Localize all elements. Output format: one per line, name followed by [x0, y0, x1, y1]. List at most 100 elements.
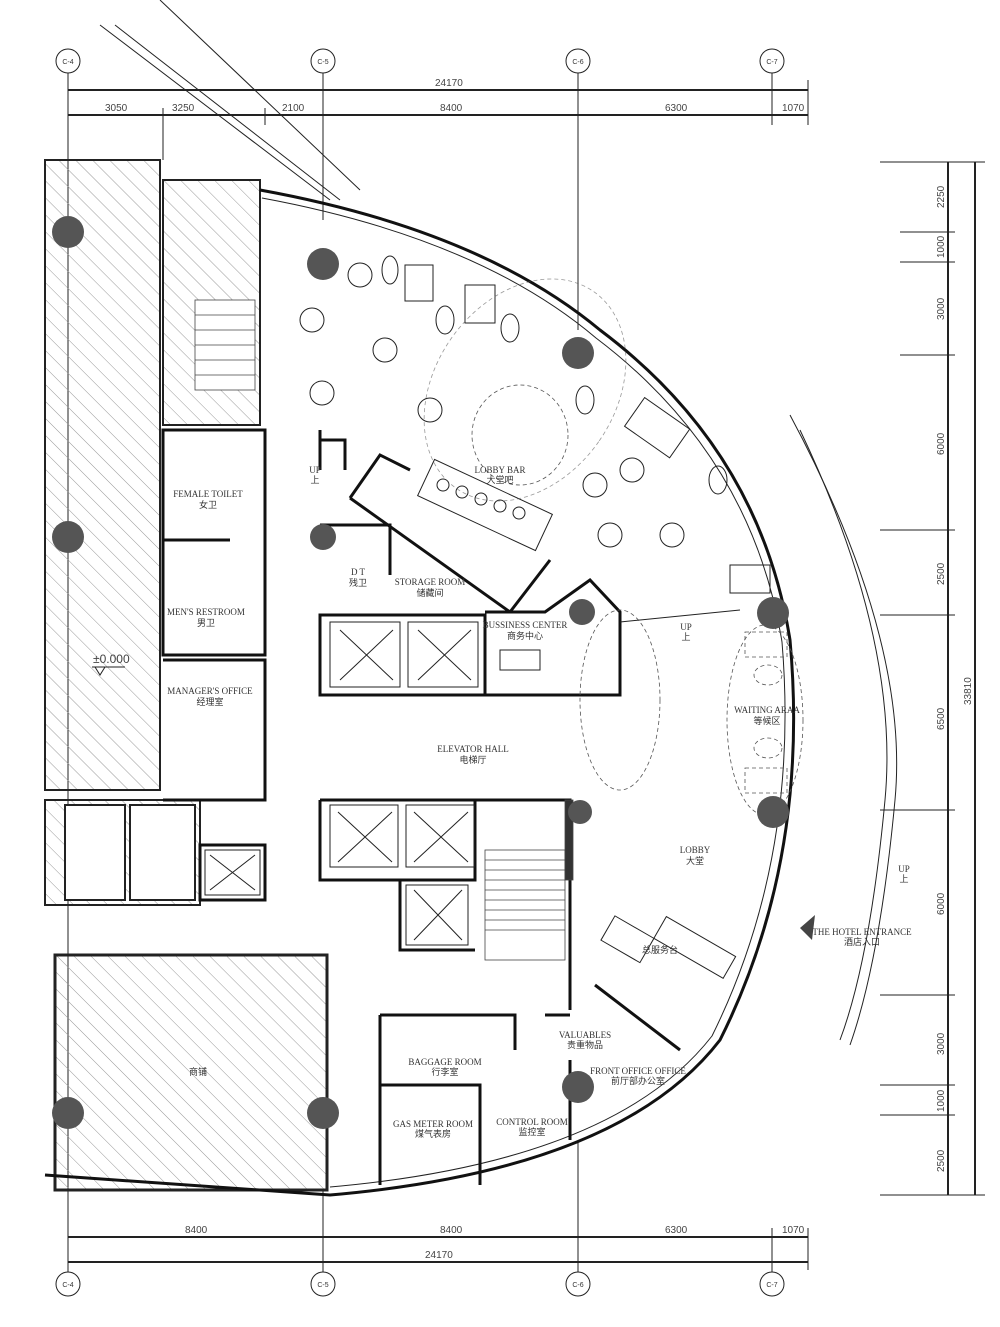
dimension: 2250 — [936, 185, 947, 208]
svg-text:C-7: C-7 — [766, 1282, 777, 1289]
waiting-area-furniture — [423, 278, 804, 816]
dimension: 3000 — [936, 1032, 947, 1055]
dimension: 8400 — [185, 1225, 208, 1236]
svg-text:商铺: 商铺 — [189, 1066, 207, 1077]
svg-text:C-7: C-7 — [766, 59, 777, 66]
svg-text:±0.000: ±0.000 — [93, 652, 130, 666]
svg-text:UP: UP — [898, 864, 910, 874]
svg-text:总服务台: 总服务台 — [642, 944, 678, 955]
svg-text:大堂: 大堂 — [686, 855, 704, 866]
grid-bubble-c5: C-5 — [310, 48, 336, 74]
curved-facade-wall — [44, 188, 796, 1197]
entrance-canopy-inner — [799, 429, 888, 1041]
svg-text:BUSSINESS CENTER: BUSSINESS CENTER — [483, 620, 568, 630]
svg-text:FRONT OFFICE OFFICE: FRONT OFFICE OFFICE — [590, 1066, 686, 1076]
dimension: 6300 — [665, 1225, 688, 1236]
svg-text:女卫: 女卫 — [199, 499, 217, 510]
svg-text:贵重物品: 贵重物品 — [567, 1039, 603, 1050]
dimension-total-bottom: 24170 — [425, 1250, 453, 1261]
svg-text:上: 上 — [681, 632, 690, 642]
svg-text:BAGGAGE ROOM: BAGGAGE ROOM — [408, 1057, 481, 1067]
svg-text:THE HOTEL ENTRANCE: THE HOTEL ENTRANCE — [812, 927, 912, 937]
grid-bubbles-bottom: C-4 C-5 C-6 C-7 — [55, 1271, 785, 1297]
right-dimension-chain — [880, 161, 985, 1196]
dimension: 2500 — [936, 1149, 947, 1172]
dimension: 6000 — [936, 892, 947, 915]
grid-bubble-c6: C-6 — [565, 48, 591, 74]
dimension: 3250 — [172, 103, 195, 114]
svg-text:WAITING ARAA: WAITING ARAA — [734, 705, 800, 715]
entrance-canopy — [789, 414, 898, 1046]
dimension: 2500 — [936, 562, 947, 585]
svg-text:前厅部办公室: 前厅部办公室 — [611, 1075, 665, 1086]
label-shop: 商铺 — [189, 1066, 207, 1077]
svg-text:C-4: C-4 — [62, 59, 73, 66]
dimension: 1070 — [782, 1225, 805, 1236]
elevators — [204, 621, 479, 946]
svg-text:LOBBY: LOBBY — [680, 845, 711, 855]
svg-text:LOBBY BAR: LOBBY BAR — [475, 465, 526, 475]
svg-text:STORAGE ROOM: STORAGE ROOM — [395, 577, 466, 587]
lobby-bar-furniture — [299, 255, 771, 979]
dimension: 8400 — [440, 103, 463, 114]
top-dimension-chain — [68, 80, 809, 160]
svg-text:经理室: 经理室 — [196, 696, 223, 707]
svg-text:MEN'S RESTROOM: MEN'S RESTROOM — [167, 607, 245, 617]
dimension: 1000 — [936, 1089, 947, 1112]
dimension: 1070 — [782, 103, 805, 114]
label-dt: D T残卫 — [349, 567, 367, 588]
dimension: 3000 — [936, 297, 947, 320]
svg-text:电梯厅: 电梯厅 — [459, 754, 486, 765]
entrance-arrow-icon — [800, 915, 815, 940]
bottom-dimension-chain — [68, 1228, 809, 1270]
svg-text:C-6: C-6 — [572, 59, 583, 66]
svg-text:储藏间: 储藏间 — [416, 587, 443, 598]
svg-text:UP: UP — [309, 465, 321, 475]
svg-text:男卫: 男卫 — [197, 618, 215, 628]
svg-text:VALUABLES: VALUABLES — [559, 1030, 611, 1040]
svg-text:D T: D T — [351, 567, 366, 577]
svg-text:GAS METER ROOM: GAS METER ROOM — [393, 1119, 473, 1129]
dimension: 6000 — [936, 432, 947, 455]
grid-bubble-c6: C-6 — [565, 1271, 591, 1297]
svg-text:FEMALE TOILET: FEMALE TOILET — [173, 489, 243, 499]
dimension: 8400 — [440, 1225, 463, 1236]
svg-text:煤气表房: 煤气表房 — [415, 1128, 451, 1139]
label-reception: 总服务台 — [642, 944, 678, 955]
grid-bubble-c7: C-7 — [759, 1271, 785, 1297]
svg-text:监控室: 监控室 — [518, 1126, 545, 1137]
up-label-entrance: UP上 — [898, 864, 910, 884]
up-label-corridor: UP上 — [309, 465, 321, 485]
stairs — [194, 299, 574, 961]
right-dimension-labels: 2250 1000 3000 6000 2500 6500 6000 3000 … — [936, 185, 974, 1172]
dimension-total-top: 24170 — [435, 78, 463, 89]
hatched-areas — [44, 159, 329, 1192]
svg-text:上: 上 — [899, 874, 908, 884]
svg-text:C-6: C-6 — [572, 1282, 583, 1289]
grid-bubble-c7: C-7 — [759, 48, 785, 74]
svg-text:残卫: 残卫 — [349, 577, 367, 588]
svg-text:等候区: 等候区 — [753, 715, 780, 726]
grid-bubble-c4: C-4 — [55, 48, 81, 74]
up-label-bar: UP上 — [680, 622, 692, 642]
grid-bubbles-top: C-4 C-5 C-6 C-7 — [55, 48, 785, 74]
bar-steps — [619, 609, 741, 623]
structural-columns — [52, 216, 789, 1129]
svg-text:C-5: C-5 — [317, 1282, 328, 1289]
svg-text:UP: UP — [680, 622, 692, 632]
dimension: 6300 — [665, 103, 688, 114]
